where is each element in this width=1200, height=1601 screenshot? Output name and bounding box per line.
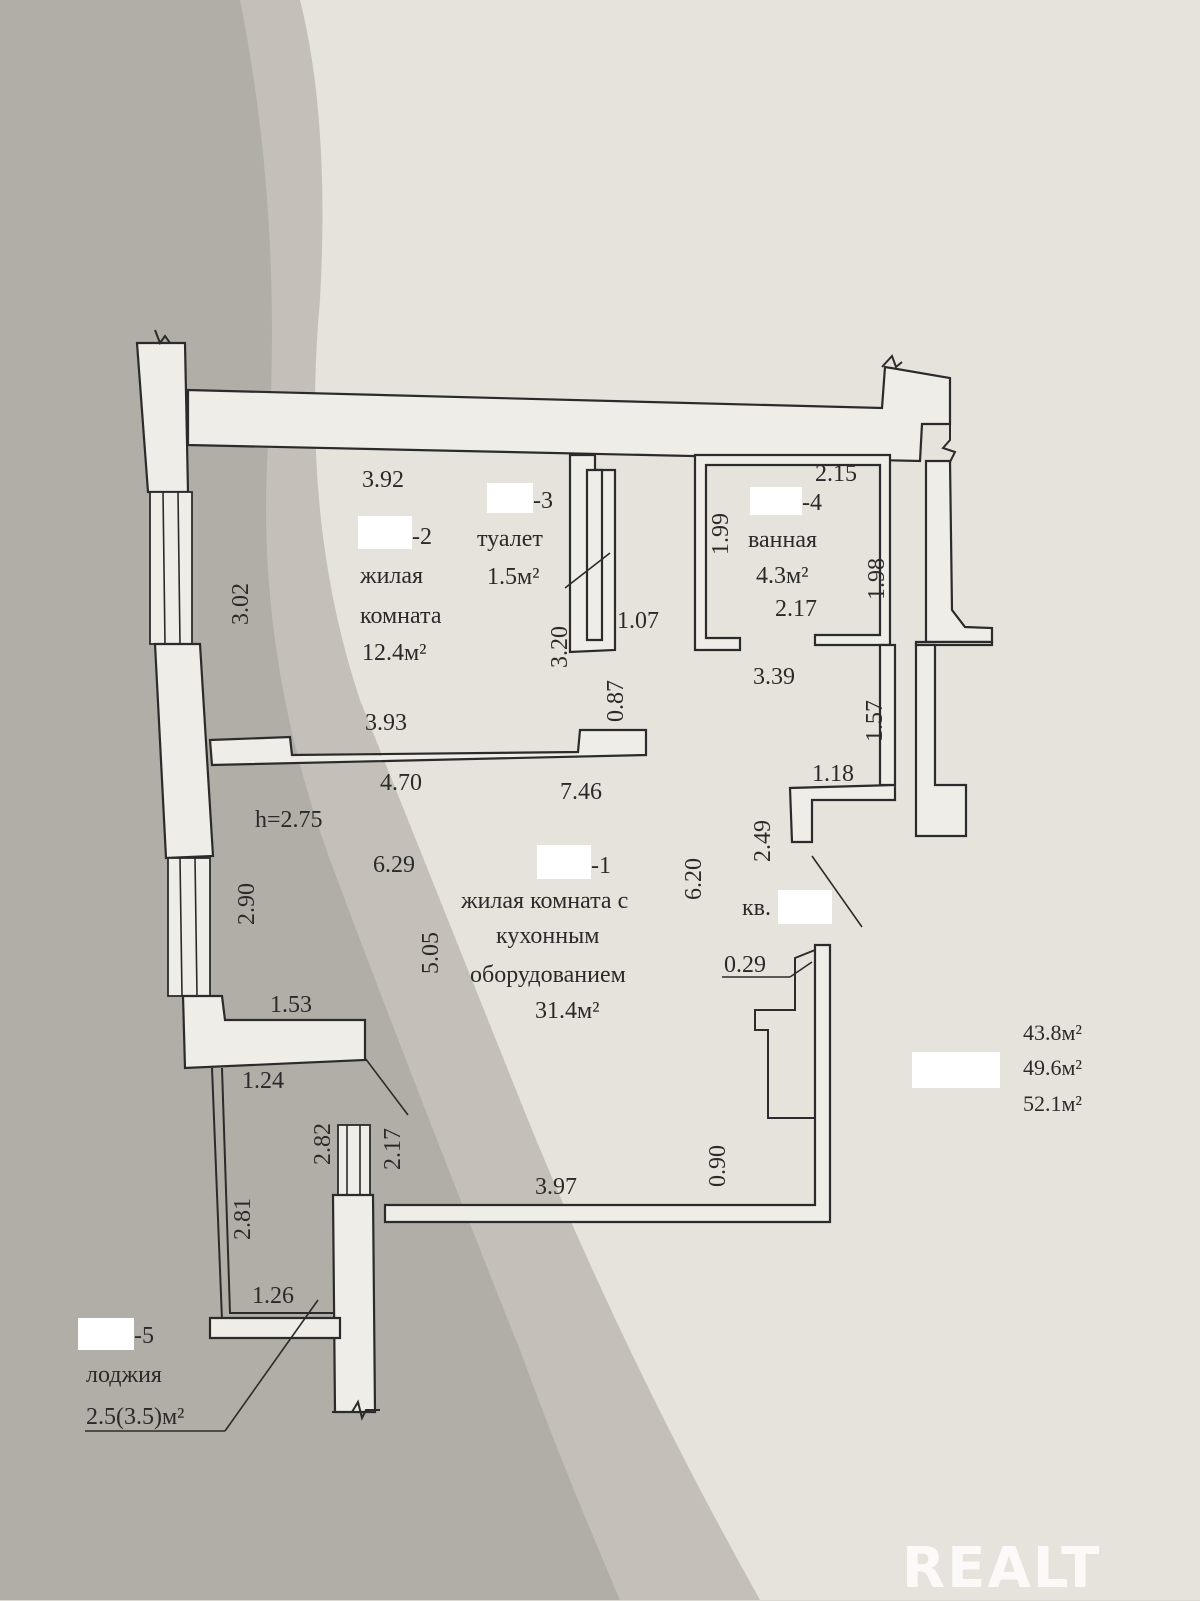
redaction xyxy=(78,1318,134,1350)
loggia-leader xyxy=(224,1299,319,1432)
room4-area: 4.3м² xyxy=(756,563,808,589)
loggia xyxy=(208,1067,380,1421)
partition-room2 xyxy=(208,728,648,767)
room2-name-line1: жилая xyxy=(359,563,423,589)
dim-1.18: 1.18 xyxy=(812,761,854,787)
toilet-leader xyxy=(564,552,611,589)
room1-area: 31.4м² xyxy=(535,998,599,1024)
dim-1.57: 1.57 xyxy=(862,700,888,742)
dim-3.39: 3.39 xyxy=(753,664,795,690)
room2-area: 12.4м² xyxy=(362,640,426,666)
dim-0.90: 0.90 xyxy=(705,1145,731,1187)
dim-2.15: 2.15 xyxy=(815,461,857,487)
dim-2.90: 2.90 xyxy=(234,883,260,925)
lower-left-wall xyxy=(181,994,367,1070)
room2-name-line2: комната xyxy=(360,603,442,629)
total-area-2: 49.6м² xyxy=(1023,1055,1082,1080)
redaction xyxy=(537,845,591,879)
stepped-wall xyxy=(754,949,816,1119)
redaction xyxy=(778,890,832,924)
room3-number: -3 xyxy=(533,488,553,514)
room1-name-line2: кухонным xyxy=(496,923,599,949)
dim-5.05: 5.05 xyxy=(418,932,444,974)
dim-0.87: 0.87 xyxy=(603,680,629,722)
room4-name: ванная xyxy=(748,527,817,553)
dim-2.82: 2.82 xyxy=(310,1123,336,1165)
dim-1.26: 1.26 xyxy=(252,1283,294,1309)
dim-3.02: 3.02 xyxy=(228,583,254,625)
right-wall-lower xyxy=(914,643,968,838)
dim-7.46: 7.46 xyxy=(560,779,602,805)
dim-1.24: 1.24 xyxy=(242,1068,284,1094)
dim-6.29: 6.29 xyxy=(373,852,415,878)
dim-4.70: 4.70 xyxy=(380,770,422,796)
redaction xyxy=(487,483,533,513)
total-area-1: 43.8м² xyxy=(1023,1020,1082,1045)
room3-name: туалет xyxy=(477,526,543,552)
room1-name-line1: жилая комната с xyxy=(460,888,628,914)
dim-1.99: 1.99 xyxy=(708,513,734,555)
room1-number: -1 xyxy=(591,853,611,879)
realt-watermark-logo: REALT xyxy=(902,1536,1102,1601)
break-mark-right xyxy=(941,424,957,463)
dim-1.07: 1.07 xyxy=(617,608,659,634)
dim-1.98: 1.98 xyxy=(864,558,890,600)
ceiling-height: h=2.75 xyxy=(255,807,323,833)
break-mark xyxy=(881,354,903,369)
total-area-3: 52.1м² xyxy=(1023,1091,1082,1116)
redaction xyxy=(358,516,412,549)
dim-1.53: 1.53 xyxy=(270,992,312,1018)
dim-3.93: 3.93 xyxy=(365,710,407,736)
room5-area: 2.5(3.5)м² xyxy=(86,1404,184,1430)
room5-name: лоджия xyxy=(86,1362,162,1388)
apartment-label: кв. xyxy=(742,895,771,921)
entrance-leader xyxy=(811,855,863,928)
dim-6.20: 6.20 xyxy=(681,858,707,900)
corridor-wall xyxy=(788,643,897,844)
redaction xyxy=(912,1052,1000,1088)
room1-name-line3: оборудованием xyxy=(470,962,626,988)
dim-3.20: 3.20 xyxy=(547,626,573,668)
toilet-inner-wall xyxy=(585,468,604,642)
dim-2.81: 2.81 xyxy=(230,1198,256,1240)
door-leader xyxy=(789,961,813,978)
room2-number: -2 xyxy=(412,524,432,550)
dim-0.29: 0.29 xyxy=(724,952,766,978)
room3-area: 1.5м² xyxy=(487,564,539,590)
room5-number: -5 xyxy=(134,1323,154,1349)
left-exterior-wall xyxy=(135,329,215,997)
dim-3.97: 3.97 xyxy=(535,1174,577,1200)
dim-2.17b: 2.17 xyxy=(380,1128,406,1170)
bottom-wall xyxy=(383,943,832,1224)
room4-number: -4 xyxy=(802,490,822,516)
dim-3.92: 3.92 xyxy=(362,467,404,493)
dim-2.49: 2.49 xyxy=(750,820,776,862)
redaction xyxy=(750,487,802,515)
dim-2.17: 2.17 xyxy=(775,596,817,622)
